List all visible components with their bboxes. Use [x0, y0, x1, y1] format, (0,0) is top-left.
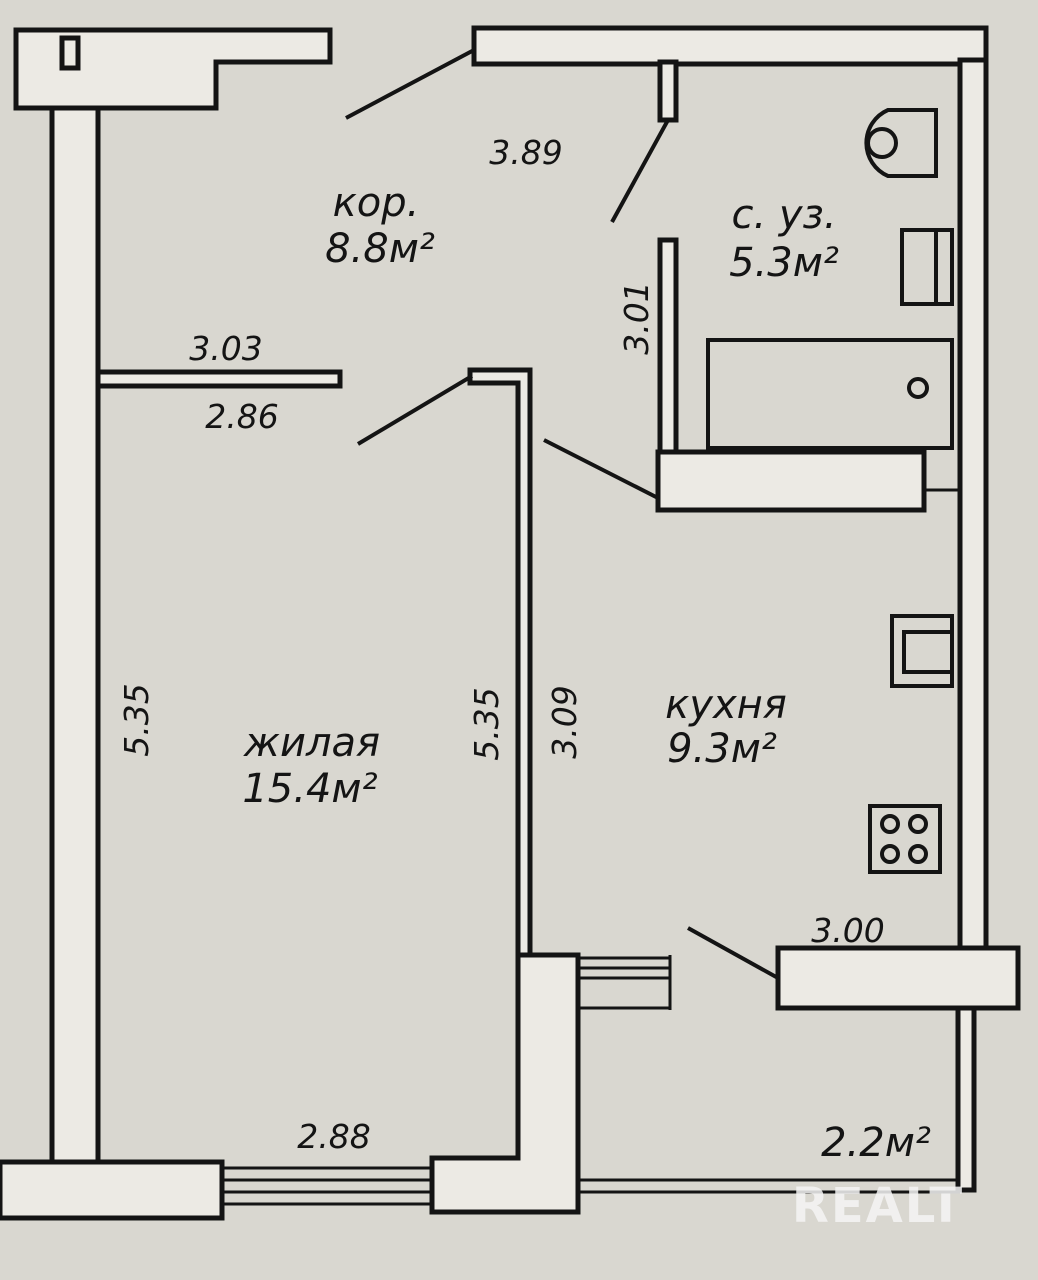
bathroom-name: с. уз.: [731, 192, 836, 238]
wall-top-left-block: [13, 27, 333, 111]
dim-living-bottom: 2.88: [297, 1117, 370, 1156]
living-area: 15.4м²: [242, 766, 377, 812]
fixtures: [706, 108, 954, 874]
balcony-rail: [578, 1178, 960, 1194]
wall-balcony-right: [955, 1005, 977, 1193]
wall-corridor-partition: [95, 369, 343, 389]
wall-bathroom-bottom: [655, 449, 927, 513]
door-balcony: [687, 926, 779, 980]
kitchen-name: кухня: [665, 682, 787, 728]
wall-left: [49, 105, 101, 1166]
stove-icon: [868, 804, 942, 874]
wall-right: [957, 57, 989, 953]
door-swings: [345, 48, 779, 980]
wall-bottom-left: [0, 1159, 225, 1221]
dim-living-left: 5.35: [117, 683, 156, 756]
dim-kitchen-left: 3.09: [545, 685, 584, 758]
dim-corridor-width: 3.03: [189, 329, 262, 368]
living-name: жилая: [243, 720, 380, 766]
watermark-logo: REALT: [792, 1178, 964, 1234]
wall-bathroom-jamb: [657, 59, 679, 123]
door-entrance: [345, 48, 475, 120]
bathtub-icon: [706, 338, 954, 450]
windows: [222, 488, 960, 1206]
wall-top-left-window: [59, 35, 81, 71]
corridor-name: кор.: [333, 180, 420, 226]
window-living: [222, 1166, 432, 1206]
walls: [0, 25, 1021, 1221]
wall-kitchen-bottom: [775, 945, 1021, 1011]
balcony-area: 2.2м²: [821, 1120, 931, 1166]
dim-living-top: 2.86: [205, 397, 278, 436]
window-kitchen: [578, 955, 672, 1010]
wall-bathroom-partition: [657, 237, 679, 455]
toilet-icon: [864, 108, 938, 178]
corridor-area: 8.8м²: [325, 226, 435, 272]
door-living: [356, 374, 474, 446]
dim-top-corridor: 3.89: [489, 133, 562, 172]
sink-icon: [890, 614, 954, 688]
door-bathroom: [610, 119, 670, 223]
wall-top-right: [471, 25, 989, 67]
dim-kitchen-bottom: 3.00: [811, 911, 884, 950]
dim-living-right: 5.35: [467, 687, 506, 760]
kitchen-area: 9.3м²: [667, 726, 777, 772]
dim-bathroom-height: 3.01: [617, 281, 656, 354]
door-kitchen: [543, 438, 659, 500]
wall-column: [429, 952, 581, 1215]
bathroom-area: 5.3м²: [729, 240, 839, 286]
washing-machine-icon: [900, 228, 954, 306]
